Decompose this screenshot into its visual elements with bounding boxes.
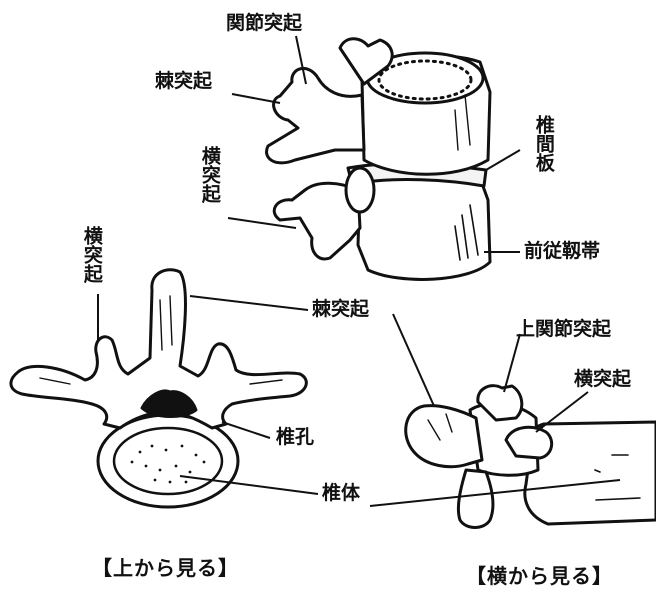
- label-anterior-longitudinal-ligament: 前従靱帯: [524, 242, 600, 261]
- stacked-vertebrae-drawing: [267, 39, 490, 280]
- label-transverse-process-side-view: 横突起: [574, 370, 631, 389]
- label-intervertebral-disc: 椎間板: [532, 115, 554, 172]
- label-vertebral-foramen: 椎孔: [276, 428, 314, 447]
- side-view-vertebra-drawing: [406, 386, 656, 528]
- label-spinous-process-upper: 棘突起: [155, 72, 212, 91]
- label-transverse-process-top-view: 横突起: [80, 226, 102, 283]
- label-articular-process: 関節突起: [226, 14, 302, 33]
- caption-top-view: 【上から見る】: [92, 552, 239, 581]
- label-superior-articular-process: 上関節突起: [516, 320, 611, 339]
- label-transverse-process-upper: 横突起: [198, 146, 220, 203]
- caption-side-view: 【横から見る】: [466, 560, 613, 589]
- label-spinous-process-top-view: 棘突起: [312, 300, 369, 319]
- label-vertebral-body: 椎体: [322, 484, 360, 503]
